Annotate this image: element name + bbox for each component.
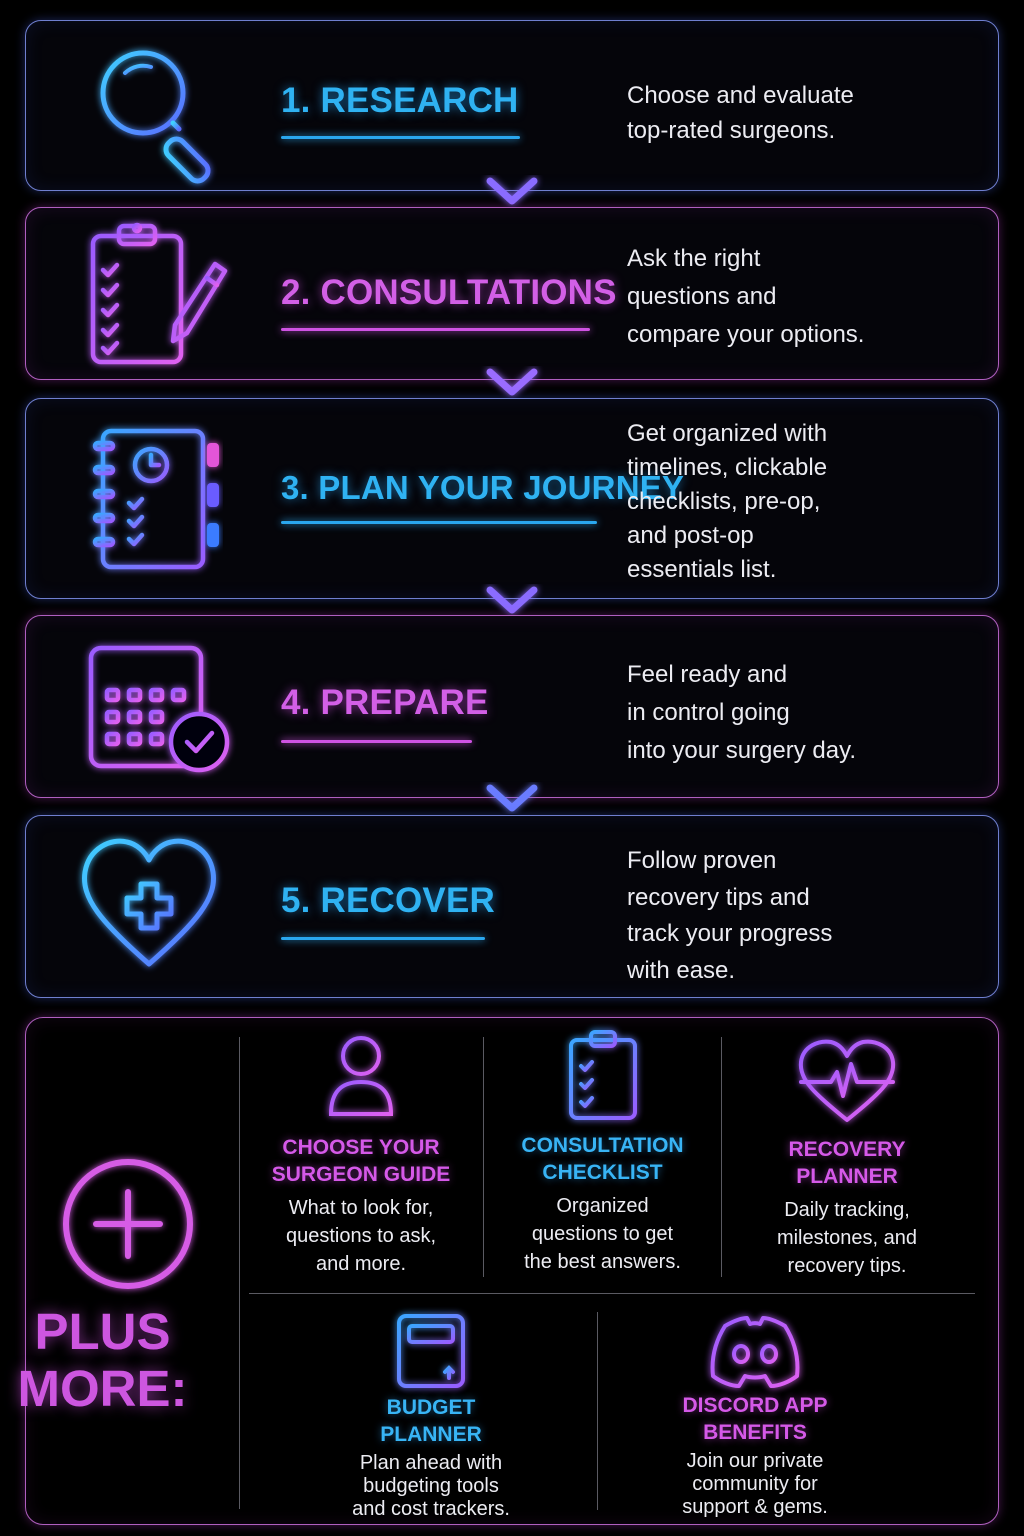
step-title: 4. PREPARE (281, 683, 489, 722)
checklist-icon (568, 1030, 637, 1120)
title-underline (281, 328, 590, 331)
chevron-down-icon (486, 368, 538, 396)
clipboard-pencil-icon (90, 222, 228, 365)
divider (483, 1037, 484, 1277)
chevron-down-icon (486, 177, 538, 205)
chevron-down-icon (486, 784, 538, 812)
title-underline (281, 136, 520, 139)
heartbeat-icon (798, 1039, 896, 1122)
plus-circle-icon (63, 1159, 193, 1289)
divider (597, 1312, 598, 1510)
step-title: 3. PLAN YOUR JOURNEY (281, 469, 685, 506)
title-underline (281, 937, 485, 940)
calculator-icon (397, 1314, 465, 1388)
calendar-check-icon (88, 633, 230, 773)
person-icon (328, 1036, 394, 1116)
title-underline (281, 740, 472, 743)
chevron-down-icon (486, 586, 538, 614)
step-title: 5. RECOVER (281, 881, 495, 920)
divider (249, 1293, 975, 1294)
divider (239, 1037, 240, 1509)
magnifier-icon (100, 50, 211, 184)
plus-more-section (25, 1017, 999, 1525)
step-title: 1. RESEARCH (281, 81, 519, 120)
divider (721, 1037, 722, 1277)
title-underline (281, 521, 597, 524)
discord-icon (710, 1316, 800, 1388)
heart-plus-icon (82, 838, 216, 967)
planner-notebook-icon (92, 428, 219, 570)
step-title: 2. CONSULTATIONS (281, 273, 617, 312)
